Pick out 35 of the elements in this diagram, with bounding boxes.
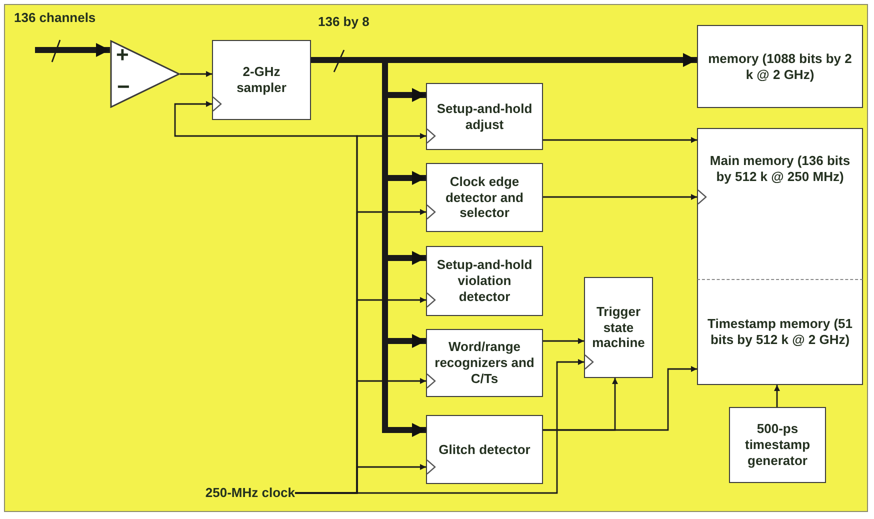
block-label: Glitch detector [438, 442, 530, 458]
block-label: Main memory (136 bits by 512 k @ 250 MHz) [708, 153, 852, 185]
bus-label: 136 channels [14, 10, 96, 25]
block-box [426, 415, 543, 484]
block-label: Timestamp memory (51 bits by 512 k @ 2 GHz) [706, 316, 854, 348]
block-box [426, 329, 543, 397]
block-box [697, 25, 863, 108]
block-label: 2-GHz sampler [236, 64, 288, 96]
signal-arrow [543, 137, 697, 143]
signal-arrow [180, 71, 212, 77]
block-box [729, 407, 826, 483]
signal-label: 250-MHz clock [205, 485, 295, 501]
block-label: 500-ps timestamp generator [744, 421, 812, 469]
bus-label: 136 by 8 [318, 14, 370, 29]
block-box [426, 246, 543, 316]
block-label: Setup-and-hold adjust [436, 100, 534, 132]
block-label: Setup-and-hold violation detector [436, 257, 534, 305]
block-label: memory (1088 bits by 2 k @ 2 GHz) [707, 50, 853, 82]
plus-sign: + [116, 42, 129, 68]
memory-box [697, 279, 863, 385]
signal-arrow [543, 194, 697, 200]
bus-arrow [35, 43, 110, 57]
signal-arrow [295, 359, 584, 494]
block-box [212, 40, 311, 120]
signal-arrow [774, 385, 780, 407]
block-label: Word/range recognizers and C/Ts [434, 339, 536, 387]
block-box [426, 163, 543, 232]
block-label: Clock edge detector and selector [444, 174, 524, 222]
signal-arrow [543, 338, 584, 344]
block-label: Trigger state machine [591, 304, 646, 352]
signal-arrow [543, 366, 697, 431]
minus-sign: − [117, 74, 130, 100]
block-box [584, 277, 653, 378]
block-box [426, 83, 543, 150]
memory-box [697, 128, 863, 279]
